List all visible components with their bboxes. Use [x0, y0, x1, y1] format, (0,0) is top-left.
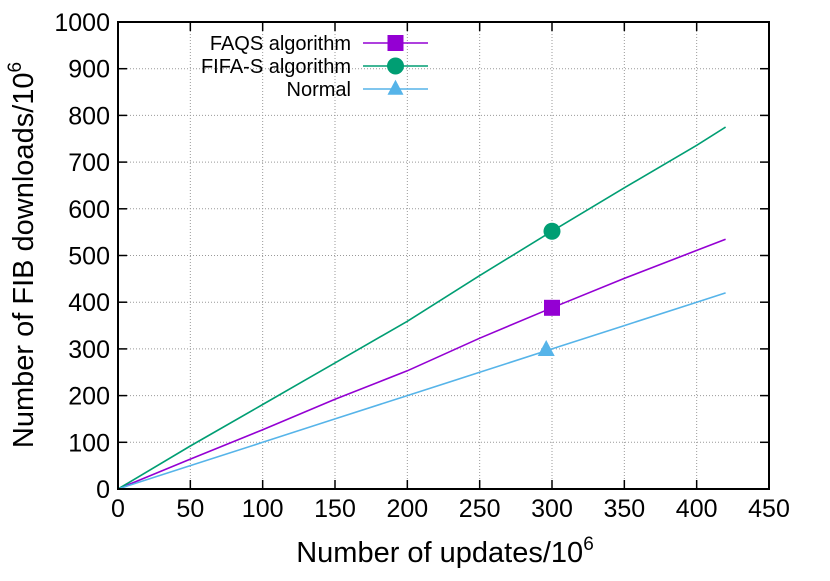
x-tick-label: 200 [386, 495, 428, 523]
series-marker-3 [537, 340, 555, 356]
series-marker-2 [543, 222, 561, 240]
x-tick-label: 100 [242, 495, 284, 523]
y-tick-label: 700 [68, 149, 110, 177]
y-tick-label: 1000 [54, 9, 110, 37]
x-tick-label: 350 [603, 495, 645, 523]
x-axis-label: Number of updates/106 [296, 534, 594, 569]
legend-label-3: Normal [287, 79, 351, 101]
plot-frame [117, 21, 770, 490]
x-tick-label: 450 [748, 495, 790, 523]
series-line-3 [117, 292, 726, 490]
x-tick-label: 400 [676, 495, 718, 523]
y-tick-label: 900 [68, 56, 110, 84]
y-tick-label: 800 [68, 102, 110, 130]
grid [118, 22, 769, 489]
series-marker-1 [544, 299, 560, 316]
x-tick-label: 300 [531, 495, 573, 523]
y-axis-label-exponent: 6 [5, 62, 26, 73]
series-line-1 [117, 238, 726, 490]
y-tick-label: 200 [68, 383, 110, 411]
ticks: 0 50 100 150 200 250 300 350 400 450 0 100 200 300 400… [54, 9, 789, 523]
legend-marker-3 [387, 79, 404, 95]
y-tick-label: 300 [68, 336, 110, 364]
x-tick-label: 250 [459, 495, 501, 523]
legend-label-1: FAQS algorithm [210, 33, 351, 55]
y-tick-label: 0 [96, 476, 110, 504]
y-tick-label: 400 [68, 289, 110, 317]
legend-marker-1 [387, 35, 404, 51]
plot-border [117, 21, 770, 490]
x-tick-label: 50 [176, 495, 204, 523]
x-tick-label: 0 [111, 495, 125, 523]
x-tick-label: 150 [314, 495, 356, 523]
legend-label-2: FIFA-S algorithm [201, 56, 351, 78]
series-line-2 [117, 126, 727, 490]
y-tick-label: 600 [68, 196, 110, 224]
legend-marker-2 [387, 57, 404, 75]
series-layer [117, 126, 727, 490]
y-tick-label: 100 [68, 429, 110, 457]
x-axis-label-exponent: 6 [583, 534, 594, 555]
y-axis-label: Number of FIB downloads/106 [5, 62, 40, 448]
y-tick-label: 500 [68, 243, 110, 271]
